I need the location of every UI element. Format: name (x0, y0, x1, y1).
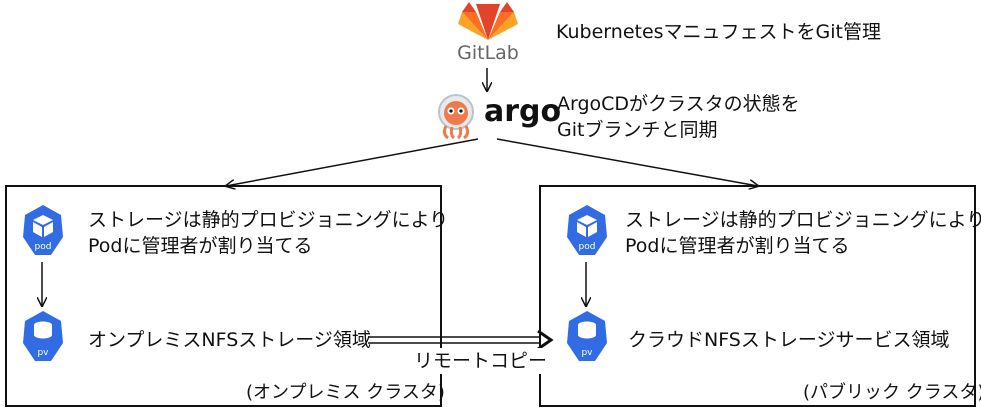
gitlab-logo: GitLab (456, 0, 520, 68)
onprem-pv-icon: pv (23, 311, 63, 361)
argo-to-onprem-arrow (226, 138, 479, 186)
svg-text:pv: pv (581, 348, 593, 358)
onprem-pod-text-line1: ストレージは静的プロビジョニングにより (88, 209, 449, 231)
onprem-pv-text: オンプレミスNFSストレージ領域 (88, 329, 371, 351)
public-cluster-caption: (パブリック クラスタ) (803, 382, 981, 403)
public-pv-text: クラウドNFSストレージサービス領域 (628, 329, 950, 351)
argo-to-public-arrow (496, 138, 758, 186)
svg-text:pv: pv (37, 348, 49, 358)
gitlab-description: KubernetesマニュフェストをGit管理 (556, 21, 882, 43)
gitlab-tanuki-icon (458, 2, 518, 40)
onprem-pod-text-line2: Podに管理者が割り当てる (88, 235, 313, 257)
onprem-pod-icon: pod (23, 205, 63, 255)
public-pod-text-line1: ストレージは静的プロビジョニングにより (625, 209, 981, 231)
argo-wordmark: argo (484, 94, 562, 129)
remote-copy-label: リモートコピー (412, 348, 550, 374)
argo-description-line2: Gitブランチと同期 (557, 119, 718, 141)
public-pv-icon: pv (567, 311, 607, 361)
argo-logo: argo (432, 90, 561, 142)
argo-description-line1: ArgoCDがクラスタの状態を (557, 93, 800, 115)
gitlab-wordmark: GitLab (457, 42, 519, 64)
onprem-cluster-caption: (オンプレミス クラスタ) (246, 382, 445, 403)
argo-octopus-icon (438, 94, 474, 140)
public-pod-icon: pod (567, 205, 607, 255)
svg-text:pod: pod (579, 242, 596, 252)
public-cluster-box (539, 185, 976, 407)
public-pod-text-line2: Podに管理者が割り当てる (625, 235, 850, 257)
onprem-cluster-box (5, 185, 442, 407)
svg-text:pod: pod (35, 242, 52, 252)
